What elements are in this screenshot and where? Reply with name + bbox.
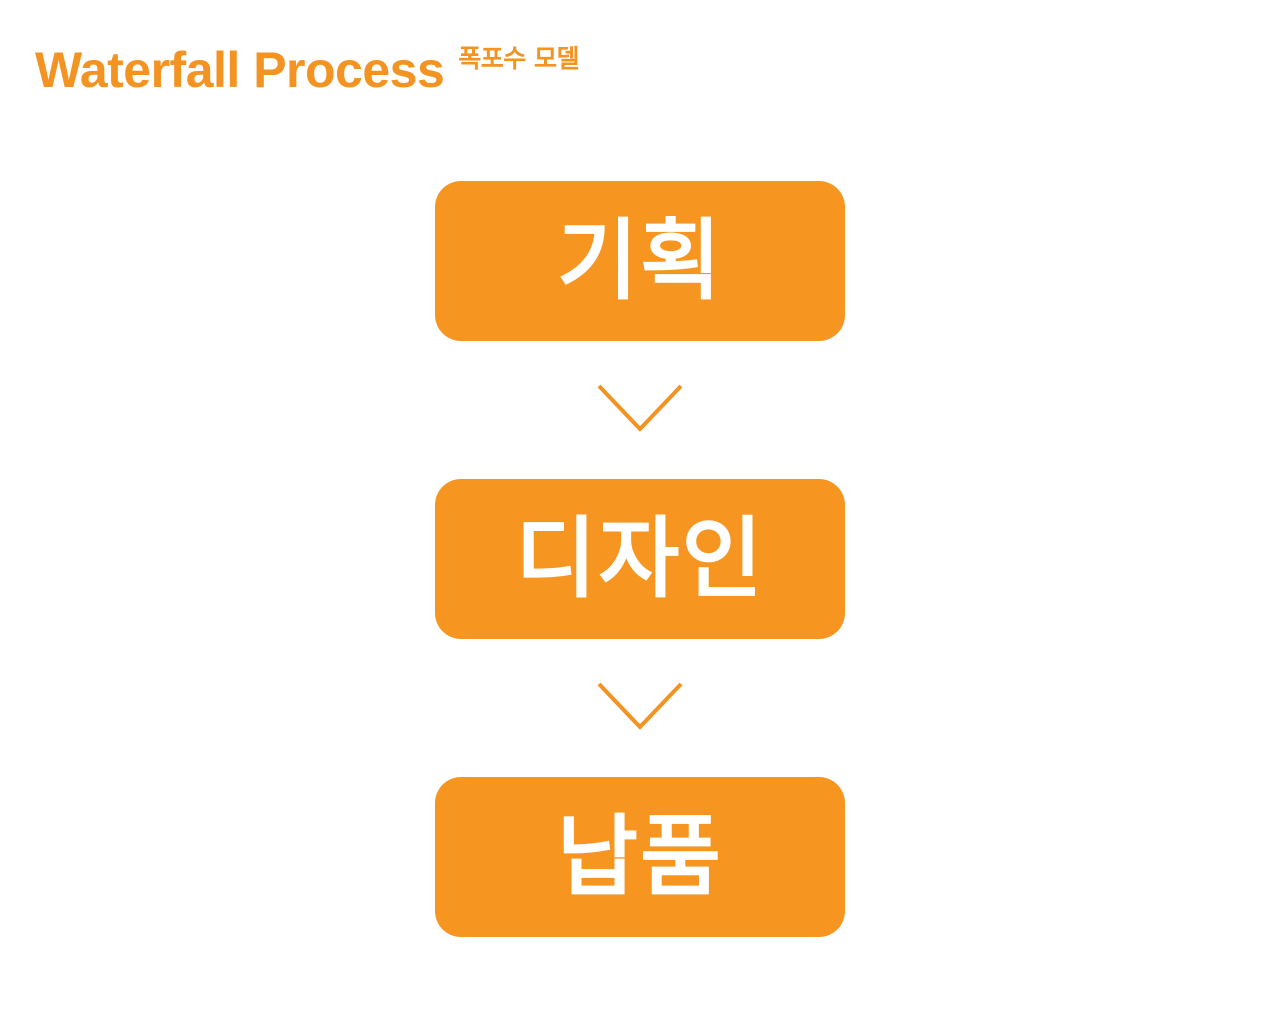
diagram-header: Waterfall Process 폭포수 모델	[35, 38, 579, 102]
page-subtitle: 폭포수 모델	[458, 44, 579, 73]
process-step-label: 기획	[557, 209, 723, 312]
chevron-down-icon	[597, 384, 683, 432]
process-step-design: 디자인	[435, 479, 845, 639]
page-title: Waterfall Process	[35, 42, 445, 98]
process-step-planning: 기획	[435, 181, 845, 341]
process-step-delivery: 납품	[435, 777, 845, 937]
process-step-label: 납품	[557, 805, 723, 908]
chevron-down-icon	[597, 682, 683, 730]
process-step-label: 디자인	[515, 507, 765, 610]
